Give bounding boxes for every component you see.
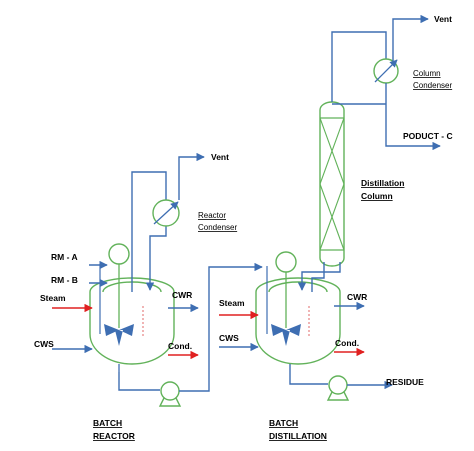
reactor-condenser-label-1: Reactor xyxy=(198,211,226,220)
reactor-to-pump-line xyxy=(118,372,160,391)
column-reflux-return xyxy=(297,262,341,291)
cwr-left-label: CWR xyxy=(172,290,192,300)
still-impeller-icon xyxy=(271,324,301,346)
batch-distillation-still xyxy=(255,251,341,365)
distillation-column-label-2: Column xyxy=(361,191,393,201)
still-agitator-motor xyxy=(275,251,297,273)
column-condenser-arrow-icon xyxy=(374,59,398,83)
reactor-agitator-motor xyxy=(108,243,130,265)
rm-b-label: RM - B xyxy=(51,275,78,285)
cwr-right-label: CWR xyxy=(347,292,367,302)
steam-left-label: Steam xyxy=(40,293,66,303)
batch-reactor-label-1: BATCH xyxy=(93,418,122,428)
vent-reactor-label: Vent xyxy=(211,152,229,162)
reactor-vent-line xyxy=(178,152,205,200)
reactor-condenser-arrow-icon xyxy=(153,201,179,225)
product-c-label: PODUCT - C xyxy=(403,131,453,141)
transfer-pump xyxy=(158,381,182,407)
batch-reactor-label-2: REACTOR xyxy=(93,431,135,441)
residue-label: RESIDUE xyxy=(386,377,424,387)
reactor-vapour-line xyxy=(131,171,167,292)
column-overhead-line xyxy=(331,31,387,102)
reactor-condenser-label-2: Condenser xyxy=(198,223,237,232)
cond-left-label: Cond. xyxy=(168,341,192,351)
column-condenser-label-2: Condenser xyxy=(413,81,452,90)
reactor-impeller-icon xyxy=(104,324,134,346)
still-top-head xyxy=(268,281,328,293)
vent-top-label: Vent xyxy=(434,14,452,24)
still-to-pump-line xyxy=(289,364,328,385)
transfer-line-to-distillation xyxy=(179,262,263,392)
batch-distillation-label-2: DISTILLATION xyxy=(269,431,327,441)
column-vent-line xyxy=(392,14,429,61)
cws-right-label: CWS xyxy=(219,333,239,343)
cond-right-label: Cond. xyxy=(335,338,359,348)
residue-pump xyxy=(326,375,350,401)
distillation-column xyxy=(319,101,345,267)
batch-distillation-label-1: BATCH xyxy=(269,418,298,428)
still-vapour-line xyxy=(311,262,325,292)
cws-left-label: CWS xyxy=(34,339,54,349)
still-vessel xyxy=(255,277,341,365)
steam-right-label: Steam xyxy=(219,298,245,308)
reactor-condensate-return xyxy=(145,226,167,291)
reactor-vessel xyxy=(89,277,175,365)
rm-a-label: RM - A xyxy=(51,252,78,262)
distillation-column-label-1: Distillation xyxy=(361,178,404,188)
column-condenser-label-1: Column xyxy=(413,69,441,78)
